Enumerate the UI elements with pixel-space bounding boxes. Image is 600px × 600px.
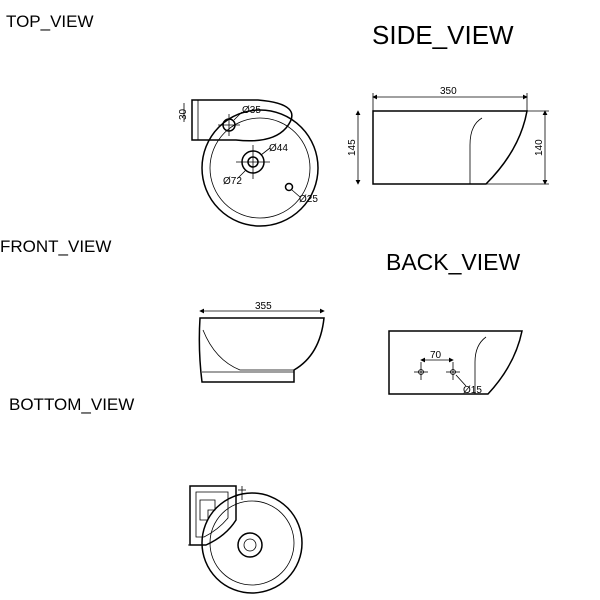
front-width-dim-text: 355	[255, 301, 272, 312]
front-view-label: FRONT_VIEW	[0, 237, 112, 256]
bottom-drain-inner	[243, 538, 257, 552]
top-view-label: TOP_VIEW	[6, 12, 94, 31]
front-body	[198, 317, 325, 383]
side-width-dim-text: 350	[440, 86, 457, 97]
left-bolt-hole	[418, 369, 424, 375]
bottom-view-label: BOTTOM_VIEW	[9, 395, 135, 414]
bottom-mounting-slot	[199, 499, 216, 521]
drain-outer-dim-text: Ø72	[223, 176, 242, 187]
side-inner-curve	[469, 117, 483, 184]
back-view-drawing: 70 Ø15	[388, 330, 523, 396]
overflow-dim-text: Ø25	[299, 194, 318, 205]
back-hole-leader	[455, 374, 467, 387]
flange-dim-text: 30	[178, 108, 189, 120]
back-hole-dim-text: Ø15	[463, 385, 482, 396]
basin-outline	[201, 109, 319, 227]
bottom-inner-circle	[209, 500, 295, 586]
back-body	[388, 330, 523, 395]
drain-leader	[260, 147, 271, 156]
drain-outer-leader	[237, 169, 247, 179]
basin-inner-rim	[209, 117, 311, 219]
back-inner-curve	[474, 336, 487, 394]
tap-deck	[191, 99, 293, 142]
side-view-label: SIDE_VIEW	[372, 20, 514, 50]
side-body	[372, 110, 528, 185]
back-view-label: BACK_VIEW	[386, 249, 521, 275]
overflow-hole	[284, 182, 294, 192]
front-view-drawing: 355	[198, 301, 325, 383]
right-bolt-hole	[450, 369, 456, 375]
bottom-mounting-block	[189, 485, 237, 546]
side-right-dim-text: 140	[534, 139, 545, 156]
back-spacing-dim-text: 70	[430, 350, 442, 361]
bottom-outer-circle	[201, 492, 303, 594]
front-bowl-curve	[202, 329, 294, 371]
drain-dim-text: Ø44	[269, 143, 288, 154]
tap-hole-dim-text: Ø35	[242, 105, 261, 116]
overflow-leader	[291, 189, 301, 198]
bottom-view-drawing	[188, 485, 303, 594]
top-view-drawing: 30 Ø35 Ø44 Ø72 Ø25	[178, 99, 319, 227]
side-view-drawing: 350 145 140	[347, 86, 549, 185]
side-left-dim-text: 145	[347, 139, 358, 156]
bottom-mounting-inner	[195, 491, 229, 538]
bottom-drain-outer	[237, 532, 263, 558]
tap-hole-leader	[233, 111, 243, 121]
